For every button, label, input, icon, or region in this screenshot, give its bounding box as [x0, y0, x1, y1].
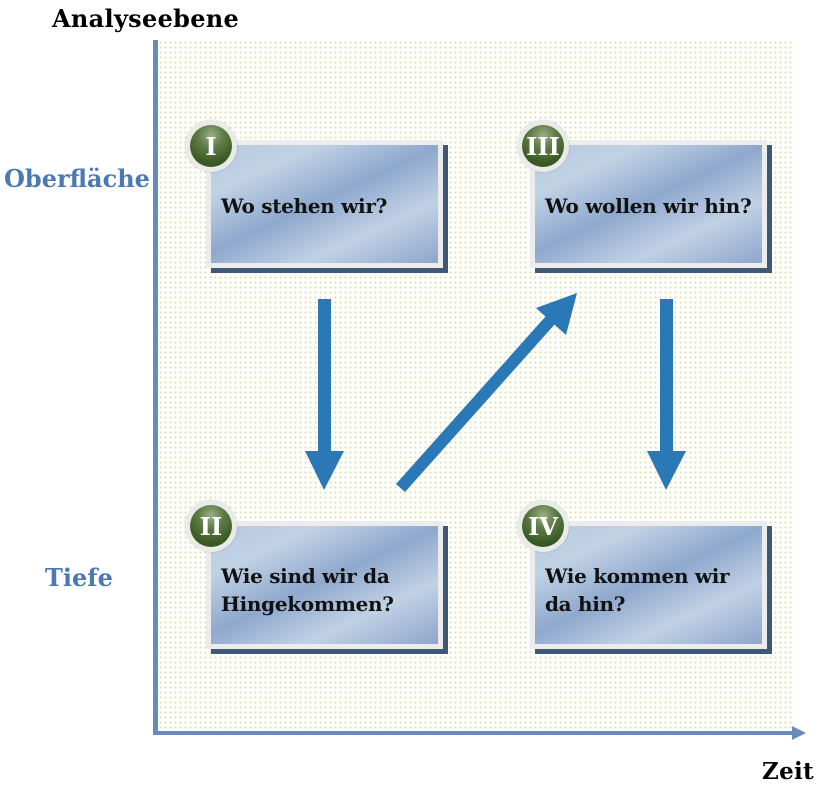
step-box-ii: Wie sind wir da Hingekommen?: [206, 521, 443, 649]
step-box-iii: Wo wollen wir hin?: [530, 140, 767, 268]
level-label-surface: Oberfläche: [4, 164, 150, 193]
step-question-iv-line2: da hin?: [545, 592, 626, 616]
y-axis-line: [153, 40, 158, 735]
step-box-i: Wo stehen wir?: [206, 140, 443, 268]
step-numeral-iii: III: [522, 125, 564, 167]
step-badge-iii: III: [517, 120, 569, 172]
level-label-depth: Tiefe: [45, 563, 113, 592]
arrow-iii-to-iv: [647, 299, 686, 490]
step-numeral-iv: IV: [522, 505, 564, 547]
step-box-iv: Wie kommen wir da hin?: [530, 521, 767, 649]
arrow-i-to-ii: [305, 299, 344, 490]
x-axis-title: Zeit: [762, 758, 814, 785]
step-badge-i: I: [185, 120, 237, 172]
step-question-iv-line1: Wie kommen wir: [545, 564, 730, 588]
step-question-ii-line2: Hingekommen?: [221, 592, 394, 616]
step-question-ii-line1: Wie sind wir da: [221, 564, 390, 588]
step-badge-ii: II: [185, 500, 237, 552]
step-question-iii: Wo wollen wir hin?: [545, 194, 752, 218]
y-axis-title: Analyseebene: [52, 4, 240, 33]
step-numeral-ii: II: [190, 505, 232, 547]
step-question-i: Wo stehen wir?: [221, 194, 387, 218]
arrow-ii-to-iii: [396, 293, 577, 492]
x-axis-arrowhead: [792, 726, 806, 740]
x-axis-line: [153, 731, 793, 735]
step-badge-iv: IV: [517, 500, 569, 552]
step-numeral-i: I: [190, 125, 232, 167]
